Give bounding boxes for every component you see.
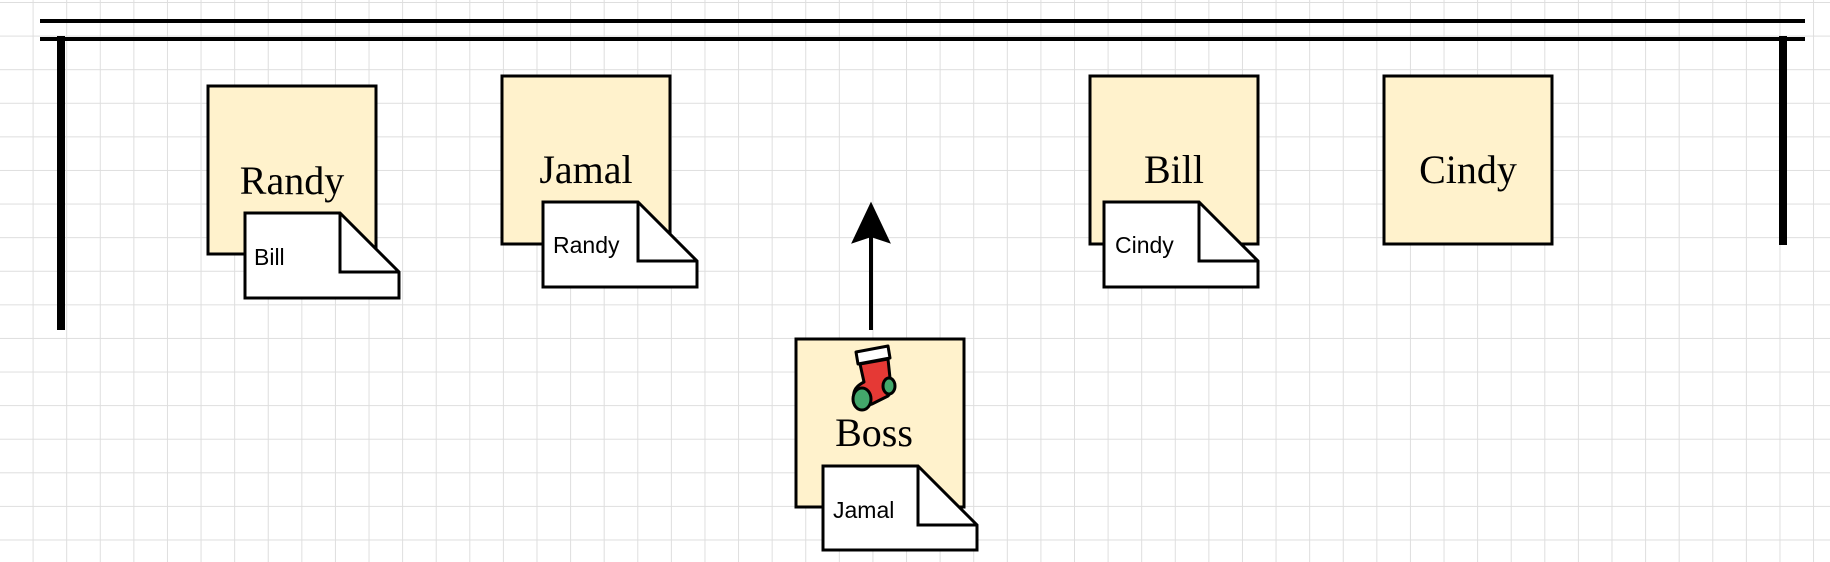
gift-note-bill[interactable]: Cindy <box>1102 200 1260 289</box>
mantel-rail <box>40 19 1805 41</box>
person-name: Bill <box>1144 147 1204 192</box>
note-shape <box>1102 200 1260 289</box>
note-fold <box>338 213 399 274</box>
note-fold <box>916 466 977 527</box>
note-shape <box>541 200 699 289</box>
person-name: Jamal <box>539 147 632 192</box>
person-card-cindy[interactable]: Cindy <box>1382 74 1554 246</box>
note-recipient: Cindy <box>1115 232 1174 258</box>
note-recipient: Jamal <box>833 497 894 523</box>
note-fold <box>636 202 697 263</box>
note-recipient: Randy <box>553 232 620 258</box>
stocking-icon <box>851 344 897 412</box>
note-fold <box>1197 202 1258 263</box>
note-shape <box>821 464 979 552</box>
gift-note-jamal[interactable]: Randy <box>541 200 699 289</box>
arrow-up-icon <box>851 201 891 330</box>
person-name: Boss <box>835 410 913 455</box>
person-name: Cindy <box>1419 147 1517 192</box>
arrow-head <box>851 201 891 244</box>
gift-note-boss[interactable]: Jamal <box>821 464 979 552</box>
person-card-box <box>1382 74 1554 246</box>
note-recipient: Bill <box>254 244 285 270</box>
note-shape <box>243 211 401 300</box>
person-name: Randy <box>240 158 344 203</box>
person-card-jamal[interactable]: Jamal <box>500 74 672 246</box>
gift-note-randy[interactable]: Bill <box>243 211 401 300</box>
